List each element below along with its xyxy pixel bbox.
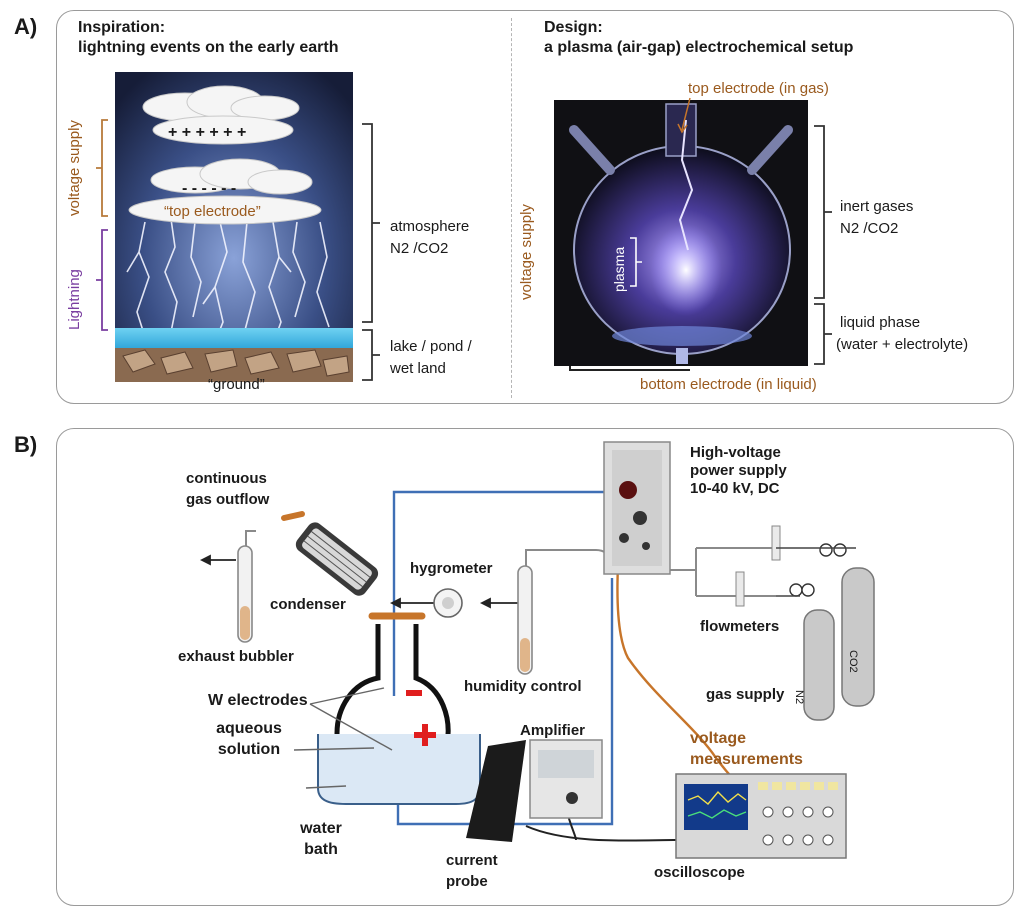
cylinder-co2-label: CO2 [847,650,859,673]
flowmeters-label: flowmeters [700,618,780,635]
water-bath-label: water bath [300,820,342,858]
lightning-label: Lightning [66,269,83,330]
atmosphere-label: atmosphere [390,218,470,235]
oscilloscope-label: oscilloscope [654,864,745,881]
ground-label: “ground” [208,376,265,393]
atmosphere-gases: N2 /CO2 [390,240,449,257]
current-probe-label: current probe [446,852,498,890]
condenser-label: condenser [270,596,346,613]
inspiration-heading: Inspiration: lightning events on the ear… [78,19,339,56]
top-electrode-label: top electrode (in gas) [688,80,829,97]
top-electrode-pointer [677,97,691,134]
hv-supply-label: High-voltage power supply 10-40 kV, DC [690,444,787,497]
voltage-supply-label-left: voltage supply [66,120,83,216]
voltage-measurements-label: voltage measurements [690,730,803,768]
panel-a-divider [511,18,512,398]
phase-brackets [814,125,832,365]
inert-gases-label: inert gases [840,198,914,215]
cloud-plus-charges: + + + + + + [168,124,247,141]
w-electrodes-label: W electrodes [208,692,308,709]
voltage-supply-label-right: voltage supply [518,204,535,300]
lake-label: lake / pond / wet land [390,338,472,377]
plasma-bracket [630,237,642,287]
amplifier-label: Amplifier [520,722,586,739]
aqueous-solution-label: aqueous solution [216,720,282,758]
experimental-setup-diagram [199,441,875,859]
gas-supply-label: gas supply [706,686,785,703]
humidity-control-label: humidity control [464,678,582,695]
design-heading: Design: a plasma (air-gap) electrochemic… [544,19,854,56]
cloud-minus-charges: - - - - - - [182,180,237,197]
plasma-label: plasma [611,246,627,292]
bottom-electrode-label: bottom electrode (in liquid) [640,376,817,393]
hygrometer-label: hygrometer [410,560,493,577]
cylinder-n2-label: N2 [793,690,805,705]
exhaust-bubbler-label: exhaust bubbler [178,648,294,665]
panel-a-label: A) [14,14,38,39]
liquid-phase-detail: (water + electrolyte) [836,336,969,353]
top-electrode-cloud-label: “top electrode” [164,203,261,220]
liquid-phase-label: liquid phase [840,314,921,331]
lightning-illustration [115,72,353,382]
plasma-flask-photo [554,100,808,366]
left-side-brackets [96,119,108,331]
panel-b-label: B) [14,432,38,457]
inert-gases-formula: N2 /CO2 [840,220,899,237]
atmosphere-brackets [362,123,380,381]
gas-outflow-label: continuous gas outflow [186,470,270,508]
